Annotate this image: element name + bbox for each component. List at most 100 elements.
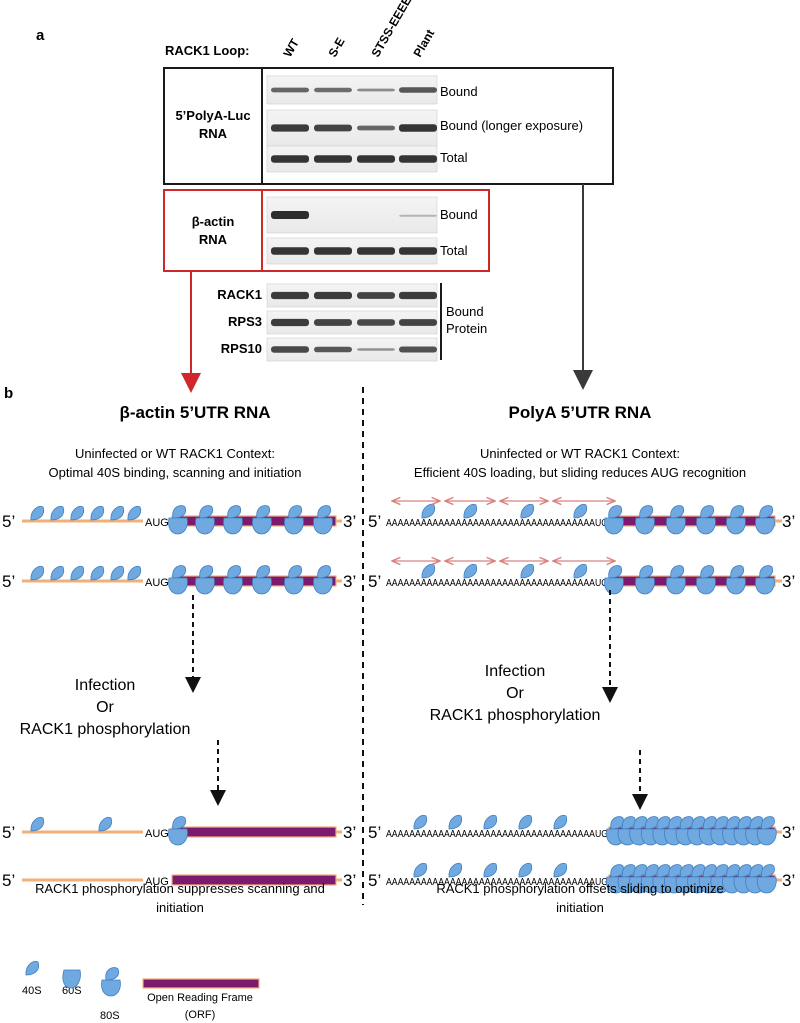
right-80s-5-small [759,565,774,579]
right-80s-1-small [639,565,654,579]
right-80s-4-small [730,565,745,579]
right-row-polya: AAAAAAAAAAAAAAAAAAAAAAAAAAAAAAAAAAAAUG [386,518,608,529]
left-80s-0-small [172,565,187,579]
gel-polya-bound-long-band-1 [314,124,352,132]
gel-polya-bound-band-3 [399,87,437,93]
left-80s-3-large [252,517,272,535]
right-80s-4-small [730,505,745,519]
left-40s-3 [90,505,105,521]
left-80s-0-large [168,517,188,535]
panel-a-label: a [36,27,45,44]
polya-box-title-2: RNA [199,126,228,141]
right-40s-1 [463,503,478,519]
right-40s-2 [483,814,498,830]
gel-polya-total-band-1 [314,155,352,163]
right-40s-2 [520,503,535,519]
right-40s-3 [573,563,588,579]
left-80s-1-large [195,517,215,535]
legend-80s-icon-large [101,979,121,997]
gel-rps3-band-3 [399,319,437,326]
left-row-aug: AUG [145,828,169,840]
left-row-5prime: 5’ [2,512,15,531]
left-40s-5 [127,505,142,521]
right-row-1: 5’AAAAAAAAAAAAAAAAAAAAAAAAAAAAAAAAAAAAUG… [368,501,795,535]
protein-gel-strips [266,283,438,362]
right-40s-1 [448,862,463,878]
right-row-orf [608,515,776,527]
right-row-orf [608,575,776,587]
polya-row-bound-long: Bound (longer exposure) [440,118,583,133]
right-80s-1-small [621,864,636,878]
gel-rack1-band-0 [271,291,309,300]
right-80s-5-large [755,517,775,535]
legend: 40S 60S 80S Open Reading Frame (ORF) [22,960,260,1022]
legend-orf-label-2: (ORF) [185,1009,216,1021]
left-80s-2-large [223,577,243,595]
right-80s-13-small [761,864,775,878]
gel-polya-bound-long-band-2 [357,125,395,131]
protein-label-rps3: RPS3 [228,314,262,329]
right-80s-2-small [670,565,685,579]
right-40s-3 [573,503,588,519]
right-80s-4-small [656,864,671,878]
right-row-polya: AAAAAAAAAAAAAAAAAAAAAAAAAAAAAAAAAAAAUG [386,578,608,589]
left-80s-5-small [317,565,332,579]
legend-60s-icon [62,969,81,989]
legend-80s-icon-small [105,967,120,981]
actin-row-bound: Bound [440,207,478,222]
left-40s-2 [70,505,85,521]
left-80s-4-small [288,505,303,519]
right-40s-1 [448,814,463,830]
gel-rps10-band-3 [399,346,437,353]
left-row-5prime: 5’ [2,823,15,842]
left-middle-3: RACK1 phosphorylation [20,721,191,738]
right-80s-1-large [635,517,655,535]
right-80s-11-small [737,864,752,878]
left-row-orf [171,826,337,838]
gel-rps3-band-2 [357,319,395,326]
left-row-3prime: 3’ [343,823,356,842]
right-80s-10-small [726,864,741,878]
right-80s-5-small [759,505,774,519]
right-40s-4 [553,862,568,878]
right-40s-0 [413,862,428,878]
right-80s-7-small [691,816,706,830]
left-row-5prime: 5’ [2,871,15,890]
protein-label-rack1: RACK1 [217,287,262,302]
gel-polya-bound-band-2 [357,88,395,92]
left-80s-3-small [256,565,271,579]
right-middle-1: Infection [485,663,545,680]
right-80s-13-large [756,828,777,846]
right-80s-9-small [714,864,729,878]
polya-gel-strips [266,75,438,173]
right-row-2: 5’AAAAAAAAAAAAAAAAAAAAAAAAAAAAAAAAAAAAUG… [368,561,795,595]
right-row-polya: AAAAAAAAAAAAAAAAAAAAAAAAAAAAAAAAAAAAUG [386,829,608,840]
left-40s-5 [127,565,142,581]
left-40s-4 [110,505,125,521]
right-40s-0 [413,814,428,830]
gel-rps3-band-0 [271,318,309,327]
left-80s-1-small [199,565,214,579]
legend-80s-label: 80S [100,1010,120,1022]
left-row-5prime: 5’ [2,572,15,591]
right-40s-3 [518,814,533,830]
protein-blots: RACK1 RPS3 RPS10 Bound Protein [217,283,487,360]
right-80s-3-large [696,577,716,595]
right-row-5prime: 5’ [368,871,381,890]
right-80s-2-large [666,577,686,595]
left-middle-2: Or [96,699,114,716]
right-80s-0-small [608,505,623,519]
gel-actin-total-band-0 [271,247,309,255]
right-80s-3-small [645,816,659,830]
lane-label-s-e: S-E [325,35,347,59]
right-40s-0 [421,563,436,579]
right-40s-2 [483,862,498,878]
legend-40s-label: 40S [22,985,42,997]
right-80s-1-large [635,577,655,595]
gel-polya-total-band-3 [399,155,437,163]
right-80s-0-small [608,565,623,579]
